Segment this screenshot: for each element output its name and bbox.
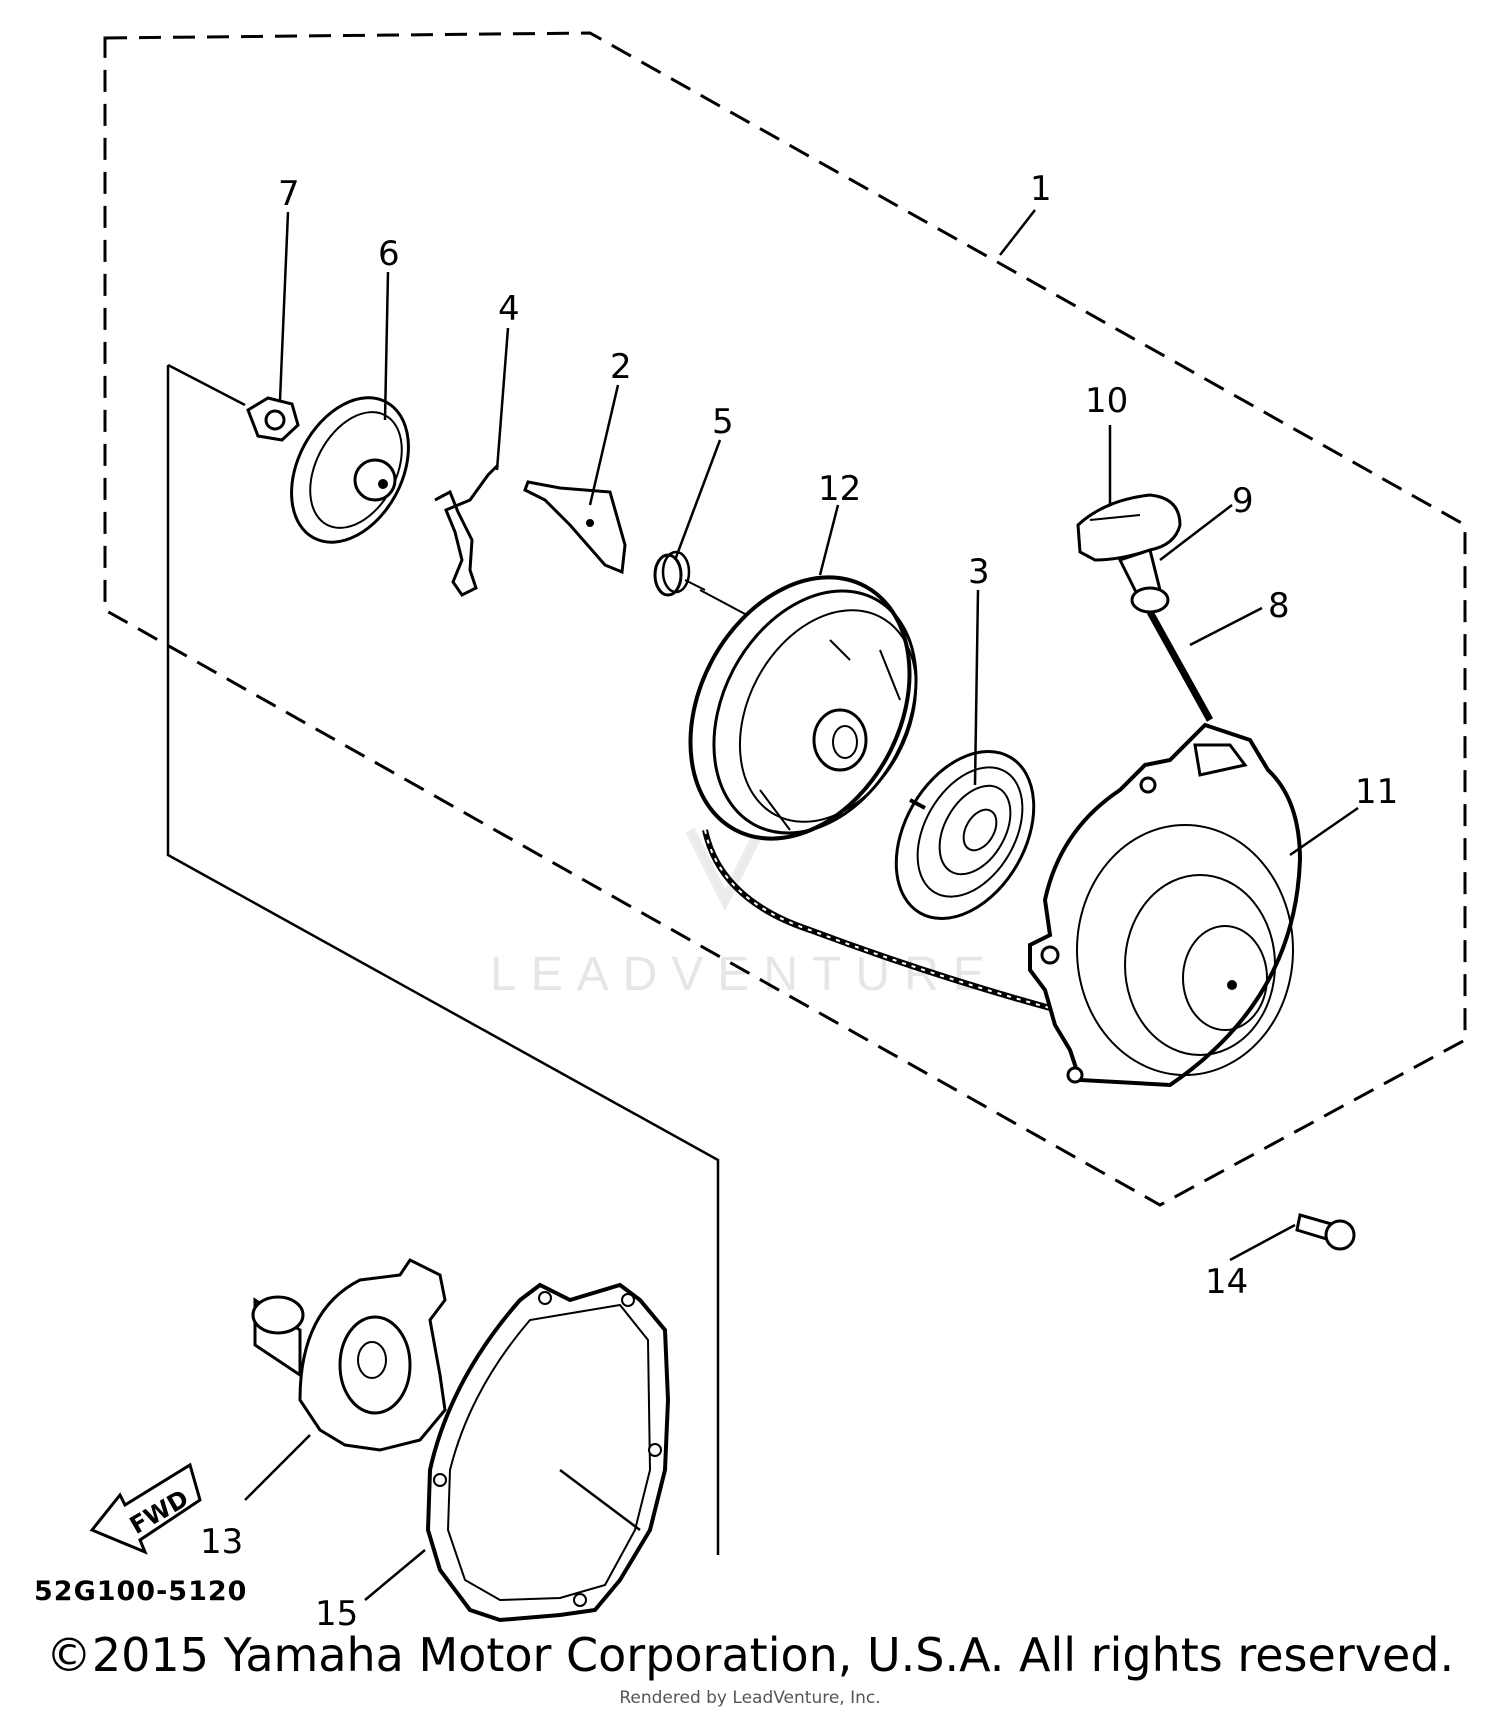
diagram-part-code: 52G100-5120 (34, 1576, 248, 1607)
leader-lines (244, 209, 1359, 1601)
callout-1: 1 (1030, 169, 1052, 209)
callout-12: 12 (818, 469, 861, 509)
callout-13: 13 (200, 1522, 243, 1562)
callout-11: 11 (1355, 772, 1398, 812)
part-8-rope (1146, 610, 1214, 722)
callout-6: 6 (378, 234, 400, 274)
callout-2: 2 (610, 347, 632, 387)
mounting-plane-outline (166, 363, 720, 1555)
part-15-gasket (425, 1282, 671, 1623)
copyright-notice: ©2015 Yamaha Motor Corporation, U.S.A. A… (45, 1628, 1455, 1682)
part-10-starter-handle (1076, 493, 1182, 562)
callout-3: 3 (968, 552, 990, 592)
part-14-screw (1295, 1213, 1356, 1251)
part-11-starter-case (1028, 722, 1303, 1088)
callout-10: 10 (1085, 381, 1128, 421)
callout-labels: 1 2 3 4 5 6 7 8 9 10 11 12 13 14 15 (200, 169, 1398, 1634)
callout-8: 8 (1268, 586, 1290, 626)
part-2-pawl (523, 480, 627, 575)
part-3-recoil-spring (894, 749, 1036, 921)
rendered-by-notice: Rendered by LeadVenture, Inc. (619, 1688, 881, 1708)
fwd-direction-arrow: FWD (89, 1462, 202, 1555)
part-5-small-spring (653, 550, 706, 597)
watermark-text: LEADVENTURE (490, 948, 999, 1001)
callout-5: 5 (712, 402, 734, 442)
callout-14: 14 (1205, 1262, 1248, 1302)
part-6-friction-plate (290, 396, 410, 544)
part-4-spring-clip (434, 463, 500, 597)
part-7-nut (246, 396, 300, 442)
callout-4: 4 (498, 289, 520, 329)
part-9-handle-grip (1117, 548, 1170, 614)
part-13-drive-hub (251, 1258, 447, 1452)
watermark-logo (685, 827, 765, 912)
assembly-boundary-dashed (103, 31, 1467, 1207)
part-12-pulley (688, 575, 918, 841)
callout-7: 7 (278, 174, 300, 214)
callout-15: 15 (315, 1594, 358, 1634)
callout-9: 9 (1232, 481, 1254, 521)
